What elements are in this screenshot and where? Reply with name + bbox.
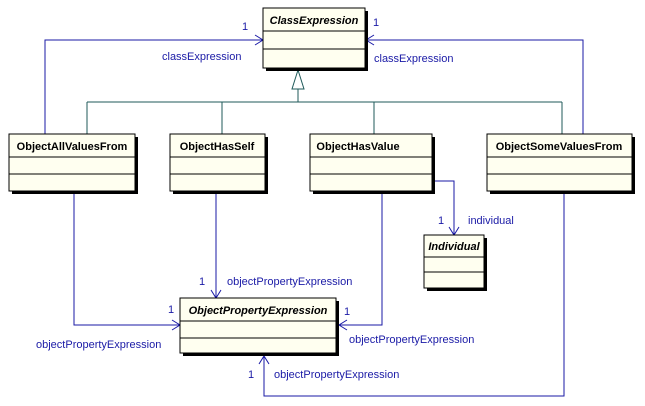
- class-object-property-expression: ObjectPropertyExpression: [179, 297, 339, 356]
- association-line-some-values-property: [263, 194, 565, 397]
- class-name-object-all-values-from: ObjectAllValuesFrom: [17, 141, 128, 153]
- multiplicity-some-values-class: 1: [373, 17, 379, 29]
- class-box-border: [486, 133, 633, 192]
- class-object-all-values-from: ObjectAllValuesFrom: [8, 133, 138, 194]
- role-has-value-individual: individual: [468, 215, 514, 227]
- class-individual: Individual: [423, 234, 487, 291]
- association-line-has-value-property: [339, 194, 383, 326]
- role-some-values-property: objectPropertyExpression: [274, 369, 399, 381]
- role-all-values-class: classExpression: [162, 51, 241, 63]
- class-class-expression: ClassExpression: [262, 7, 368, 71]
- class-box: [180, 298, 336, 353]
- association-line-has-value-individual: [432, 180, 455, 235]
- class-box: [310, 134, 432, 191]
- multiplicity-some-values-property: 1: [248, 369, 254, 381]
- inheritance-lines: [86, 89, 563, 134]
- class-object-some-values-from: ObjectSomeValuesFrom: [486, 133, 635, 194]
- class-box-border: [423, 234, 485, 289]
- multiplicity-all-values-property: 1: [168, 304, 174, 316]
- class-name-object-has-self: ObjectHasSelf: [180, 141, 255, 153]
- generalization-arrowhead: [291, 68, 305, 90]
- association-line-all-values-class: [44, 39, 263, 134]
- association-labels: 1 classExpression 1 classExpression 1 in…: [36, 17, 514, 381]
- multiplicity-all-values-class: 1: [242, 21, 248, 33]
- multiplicity-has-value-property: 1: [344, 306, 350, 318]
- class-name-object-property-expression: ObjectPropertyExpression: [189, 305, 328, 317]
- role-all-values-property: objectPropertyExpression: [36, 339, 161, 351]
- role-has-value-property: objectPropertyExpression: [349, 334, 474, 346]
- class-name-class-expression: ClassExpression: [270, 15, 359, 27]
- class-box: [9, 134, 135, 191]
- class-object-has-self: ObjectHasSelf: [169, 133, 268, 194]
- class-box-border: [179, 297, 337, 354]
- class-box-border: [262, 7, 366, 69]
- class-object-has-value: ObjectHasValue: [309, 133, 435, 194]
- class-box: [487, 134, 632, 191]
- multiplicity-has-value-individual: 1: [438, 215, 444, 227]
- class-box: [424, 235, 484, 288]
- role-has-self-property: objectPropertyExpression: [227, 276, 352, 288]
- class-box-border: [169, 133, 266, 192]
- class-name-individual: Individual: [428, 241, 480, 253]
- class-name-object-has-value: ObjectHasValue: [316, 141, 399, 153]
- class-box: [170, 134, 265, 191]
- role-some-values-class: classExpression: [374, 53, 453, 65]
- class-box-border: [309, 133, 433, 192]
- class-name-object-some-values-from: ObjectSomeValuesFrom: [496, 141, 623, 153]
- association-line-all-values-property: [73, 194, 180, 326]
- class-box: [263, 8, 365, 68]
- association-line-some-values-class: [366, 39, 584, 134]
- class-box-border: [8, 133, 136, 192]
- multiplicity-has-self-property: 1: [199, 276, 205, 288]
